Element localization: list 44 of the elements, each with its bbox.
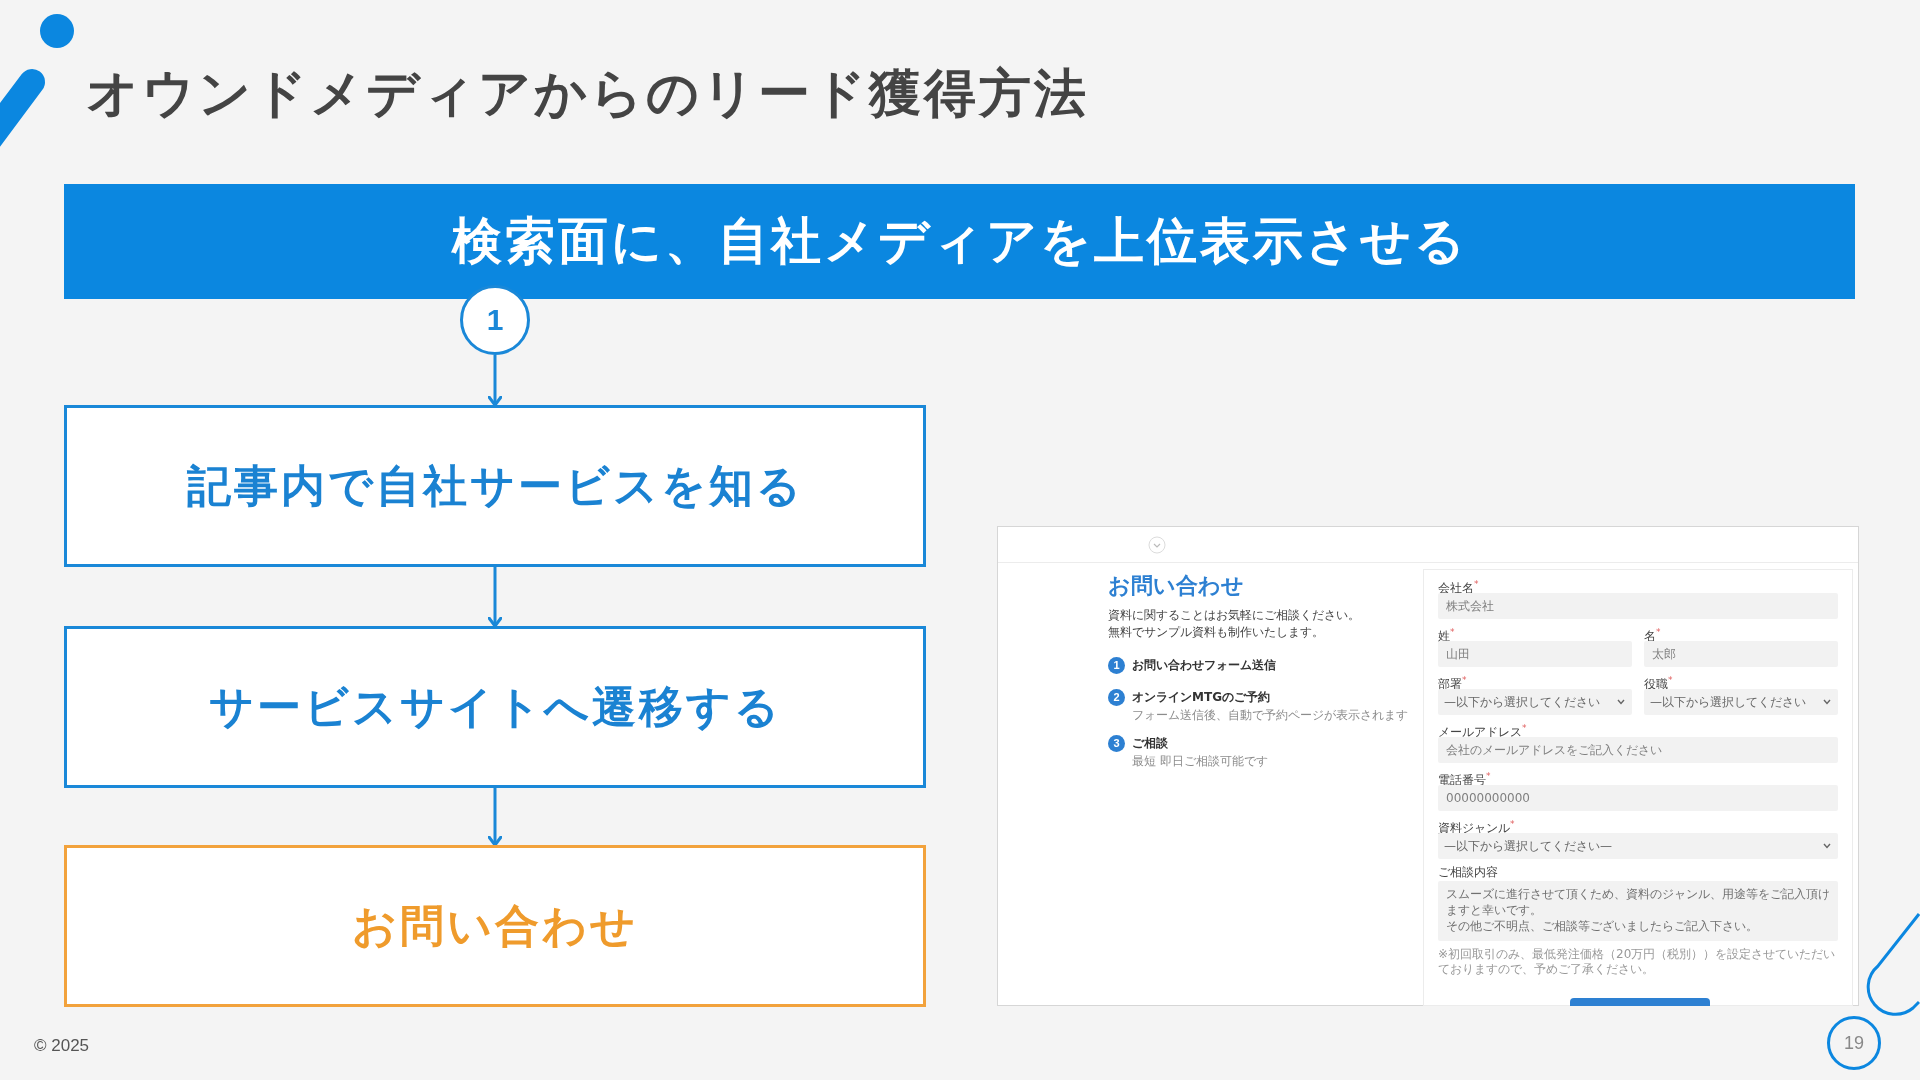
step-text: 記事内で自社サービスを知る [186,458,804,513]
placeholder-text: スムーズに進行させて頂くため、資料のジャンル、用途等をご記入頂けますと幸いです。 [1446,886,1830,918]
step-number: 3 [1108,735,1125,752]
page-title: オウンドメディアからのリード獲得方法 [86,62,1089,124]
step-note: 最短 即日ご相談可能です [1132,754,1268,769]
step-title: オンラインMTGのご予約 [1132,689,1270,706]
step-text: サービスサイトへ遷移する [208,679,782,734]
field-label: 役職$^{*}$ [1644,674,1673,692]
select-field: —以下から選択してください [1438,689,1632,715]
arrow [487,567,503,628]
arrow [487,355,503,407]
input-field: 00000000000 [1438,785,1838,811]
field-label: 姓$^{*}$ [1438,626,1455,644]
placeholder-text: その他ご不明点、ご相談等ございましたらご記入下さい。 [1446,918,1759,934]
field-label: 電話番号$^{*}$ [1438,770,1491,788]
banner [64,184,1855,299]
copyright-text: © 2025 [34,1036,90,1056]
step-box [64,626,926,788]
step-text: お問い合わせ [352,898,638,953]
step-title: ご相談 [1132,735,1168,752]
input-field: 株式会社 [1438,593,1838,619]
field-label: 会社名$^{*}$ [1438,578,1479,596]
form-intro: 資料に関することはお気軽にご相談ください。無料でサンプル資料も制作いたします。 [1108,607,1361,641]
step-note: フォーム送信後、自動で予約ページが表示されます [1132,708,1408,723]
input-field: 太郎 [1644,641,1838,667]
banner-text: 検索面に、自社メディアを上位表示させる [451,211,1468,272]
footnote: ※初回取引のみ、最低発注価格（20万円（税別））を設定させていただいておりますので、予めご了承ください。 [1438,947,1837,977]
circle-number: 1 [486,303,504,337]
field-label: 部署$^{*}$ [1438,674,1467,692]
arrow [487,788,503,847]
page-number: 19 [1827,1016,1881,1070]
step-number: 1 [1108,657,1125,674]
form-heading: お問い合わせ [1108,572,1244,600]
input-field: 山田 [1438,641,1632,667]
field-label: 名$^{*}$ [1644,626,1661,644]
select-field: —以下から選択してください [1644,689,1838,715]
select-field: —以下から選択してください— [1438,833,1838,859]
step-title: お問い合わせフォーム送信 [1132,657,1276,674]
field-label: メールアドレス$^{*}$ [1438,722,1527,740]
step-number: 2 [1108,689,1125,706]
step-box [64,405,926,567]
field-label: ご相談内容 [1438,865,1498,880]
input-field: 会社のメールアドレスをご記入ください [1438,737,1838,763]
step-box [64,845,926,1007]
